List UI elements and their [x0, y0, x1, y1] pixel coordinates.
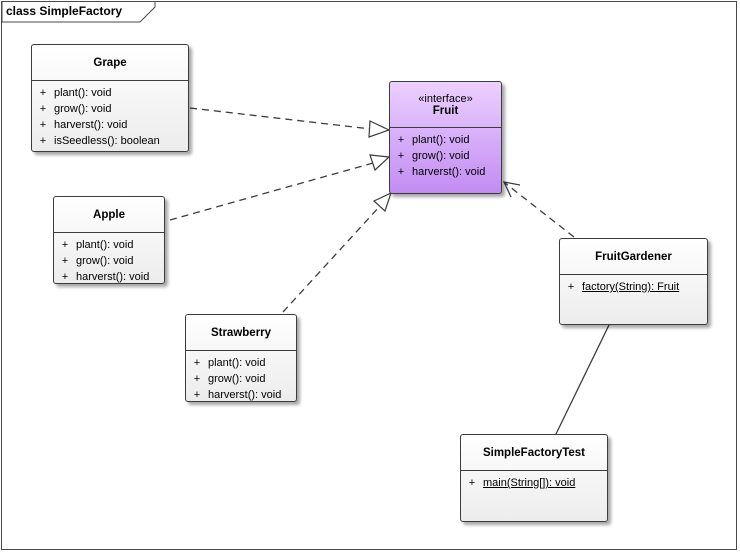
class-name: Fruit	[432, 104, 459, 117]
realization-strawberry-fruit	[282, 205, 381, 313]
realization-grape-fruit	[189, 107, 372, 130]
operations-compartment: +plant(): void +grow(): void +harverst()…	[54, 233, 164, 283]
operation: +isSeedless(): boolean	[39, 135, 160, 147]
class-name: FruitGardener	[560, 239, 707, 275]
class-grape[interactable]: Grape +plant(): void +grow(): void +harv…	[31, 44, 189, 152]
class-strawberry[interactable]: Strawberry +plant(): void +grow(): void …	[185, 314, 297, 402]
operation: +harverst(): void	[39, 119, 128, 131]
operations-compartment: +factory(String): Fruit	[560, 275, 707, 295]
class-simple-factory-test[interactable]: SimpleFactoryTest +main(String[]): void	[460, 434, 608, 522]
association-test-gardener	[555, 324, 610, 435]
realization-apple-fruit	[169, 162, 374, 221]
class-fruit-gardener[interactable]: FruitGardener +factory(String): Fruit	[559, 238, 708, 325]
operation: +grow(): void	[397, 150, 470, 162]
operations-compartment: +plant(): void +grow(): void +harverst()…	[32, 81, 188, 149]
operation: +plant(): void	[193, 357, 266, 369]
operation: +main(String[]): void	[468, 477, 576, 489]
operation: +plant(): void	[39, 87, 112, 99]
class-name: Strawberry	[186, 315, 296, 351]
operation: +plant(): void	[397, 134, 470, 146]
operation: +harverst(): void	[397, 166, 486, 178]
interface-fruit[interactable]: «interface» Fruit +plant(): void +grow()…	[389, 81, 502, 194]
dependency-arrowhead	[502, 181, 521, 198]
operation: +grow(): void	[61, 255, 134, 267]
class-name: Apple	[54, 197, 164, 233]
operation: +plant(): void	[61, 239, 134, 251]
operations-compartment: +plant(): void +grow(): void +harverst()…	[390, 128, 501, 180]
realization-arrowhead-strawberry	[372, 191, 393, 213]
operation: +grow(): void	[193, 373, 266, 385]
operations-compartment: +plant(): void +grow(): void +harverst()…	[186, 351, 296, 401]
interface-header: «interface» Fruit	[390, 82, 501, 128]
class-name: Grape	[32, 45, 188, 81]
dependency-gardener-fruit	[504, 182, 575, 238]
realization-arrowhead-apple	[369, 154, 391, 172]
operations-compartment: +main(String[]): void	[461, 471, 607, 491]
class-apple[interactable]: Apple +plant(): void +grow(): void +harv…	[53, 196, 165, 284]
frame-title: class SimpleFactory	[6, 4, 123, 18]
operation: +harverst(): void	[193, 389, 282, 401]
frame-tab	[1, 2, 156, 23]
class-name: SimpleFactoryTest	[461, 435, 607, 471]
operation: +harverst(): void	[61, 271, 150, 283]
stereotype-label: «interface»	[418, 92, 473, 105]
operation: +grow(): void	[39, 103, 112, 115]
realization-arrowhead-grape	[368, 120, 391, 138]
operation: +factory(String): Fruit	[567, 281, 680, 293]
